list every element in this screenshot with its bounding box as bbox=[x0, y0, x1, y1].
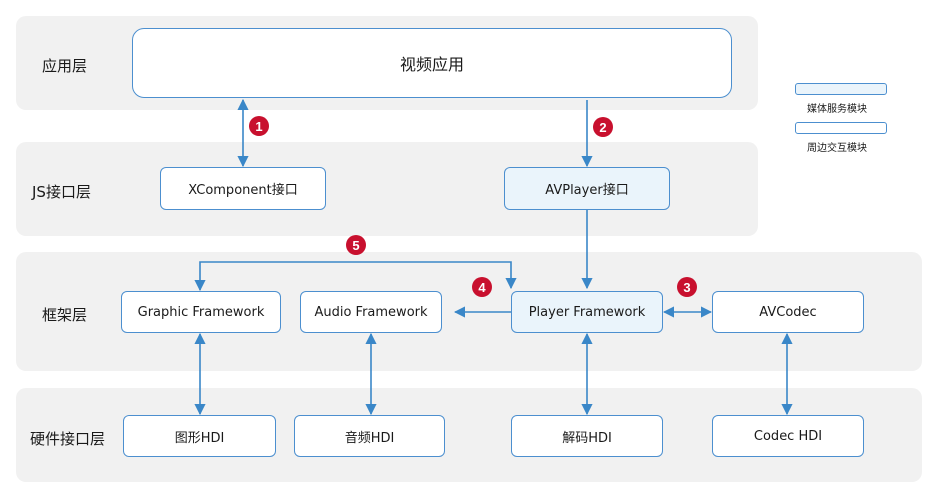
avcodec-box: AVCodec bbox=[712, 291, 864, 333]
codec-hdi-box: Codec HDI bbox=[712, 415, 864, 457]
graphic-framework-box: Graphic Framework bbox=[121, 291, 281, 333]
step-number-3: 3 bbox=[683, 280, 690, 295]
step-badges bbox=[249, 116, 697, 297]
step-number-5: 5 bbox=[352, 238, 359, 253]
legend-peripheral-label: 周边交互模块 bbox=[807, 143, 867, 154]
xcomponent-interface-box: XComponent接口 bbox=[160, 167, 326, 210]
avplayer-interface-box: AVPlayer接口 bbox=[504, 167, 670, 210]
legend-media-service-swatch bbox=[795, 83, 887, 95]
legend-peripheral-swatch bbox=[795, 122, 887, 134]
arrow-graphic-player bbox=[194, 261, 517, 292]
step-badge-4 bbox=[472, 277, 492, 297]
step-badge-2 bbox=[593, 117, 613, 137]
graphic-hdi-box: 图形HDI bbox=[123, 415, 276, 457]
decode-hdi-box: 解码HDI bbox=[511, 415, 663, 457]
step-badge-5 bbox=[346, 235, 366, 255]
step-number-4: 4 bbox=[478, 280, 486, 295]
video-app-box: 视频应用 bbox=[132, 28, 732, 98]
step-badge-3 bbox=[677, 277, 697, 297]
hardware-layer-label: 硬件接口层 bbox=[30, 430, 106, 448]
audio-hdi-box: 音频HDI bbox=[294, 415, 445, 457]
step-badge-1 bbox=[249, 116, 269, 136]
audio-framework-box: Audio Framework bbox=[300, 291, 442, 333]
player-framework-box: Player Framework bbox=[511, 291, 663, 333]
step-number-1: 1 bbox=[255, 119, 262, 134]
framework-layer-label: 框架层 bbox=[42, 306, 88, 324]
legend-media-service-label: 媒体服务模块 bbox=[807, 104, 867, 115]
js-layer-label: JS接口层 bbox=[32, 183, 91, 201]
step-number-2: 2 bbox=[599, 120, 606, 135]
app-layer-label: 应用层 bbox=[42, 57, 88, 75]
